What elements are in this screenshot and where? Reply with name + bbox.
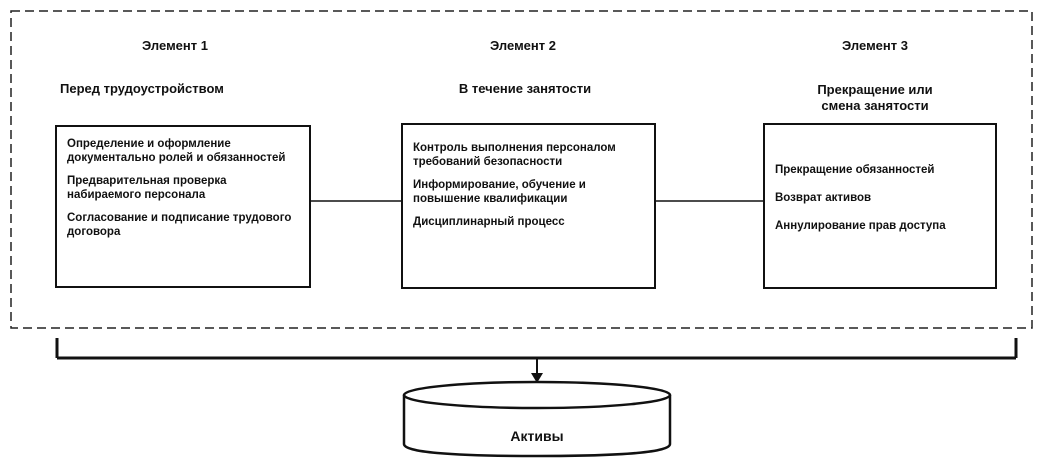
element-1-heading: Элемент 1	[142, 38, 208, 53]
element-1-item: Определение и оформление документально р…	[67, 138, 286, 164]
grouping-bracket	[55, 338, 1018, 360]
element-3-heading: Элемент 3	[842, 38, 908, 53]
element-3-item: Аннулирование прав доступа	[775, 220, 946, 232]
element-1-box: Определение и оформление документально р…	[55, 125, 311, 288]
element-2-heading: Элемент 2	[490, 38, 556, 53]
element-1-stage: Перед трудоустройством	[60, 81, 224, 96]
element-3-stage: Прекращение или смена занятости	[817, 82, 933, 113]
element-1-item: Согласование и подписание трудового дого…	[67, 212, 292, 238]
element-3-item: Возврат активов	[775, 192, 872, 204]
element-3-item: Прекращение обязанностей	[775, 164, 935, 176]
assets-cylinder	[402, 380, 672, 458]
arrow-head	[531, 373, 543, 383]
element-2-stage: В течение занятости	[458, 81, 592, 96]
element-2-box: Контроль выполнения персоналом требовани…	[401, 123, 656, 289]
element-2-item: Дисциплинарный процесс	[413, 216, 565, 228]
element-3-box: Прекращение обязанностей Возврат активов…	[763, 123, 997, 289]
element-2-item: Информирование, обучение и повышение ква…	[413, 179, 586, 205]
element-2-item: Контроль выполнения персоналом требовани…	[413, 142, 616, 168]
dashed-outer-frame	[10, 10, 1033, 329]
assets-label: Активы	[510, 428, 564, 444]
element-1-item: Предварительная проверка набираемого пер…	[67, 175, 227, 201]
